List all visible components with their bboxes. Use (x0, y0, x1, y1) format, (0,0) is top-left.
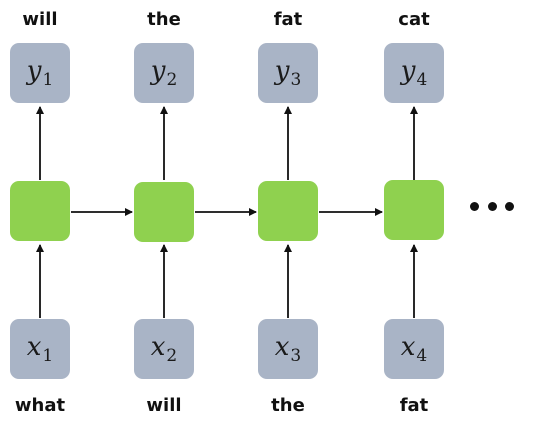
input-node-4: x4 (384, 319, 444, 379)
output-node-2: y2 (134, 43, 194, 103)
output-word-4: cat (398, 9, 430, 30)
output-word-1: will (22, 9, 58, 30)
input-index-4: 4 (416, 345, 428, 366)
output-index-2: 2 (166, 69, 178, 90)
hidden-node-3 (258, 181, 318, 241)
ellipsis-dot (487, 201, 497, 211)
output-node-4: y4 (384, 43, 444, 103)
input-node-2: x2 (134, 319, 194, 379)
ellipsis-dot (505, 201, 514, 211)
input-word-4: fat (399, 395, 429, 416)
output-symbol-2: y (150, 55, 166, 86)
input-symbol-4: x (400, 331, 416, 362)
input-word-2: will (146, 395, 182, 416)
output-symbol-4: y (400, 55, 416, 86)
output-word-3: fat (273, 9, 303, 30)
output-index-4: 4 (416, 69, 428, 90)
input-node-3: x3 (258, 319, 318, 379)
output-symbol-1: y (26, 55, 42, 86)
input-symbol-3: x (274, 331, 290, 362)
output-word-2: the (147, 9, 181, 30)
input-index-3: 3 (290, 345, 302, 366)
input-word-1: what (14, 395, 66, 416)
ellipsis-icon (470, 196, 514, 216)
input-index-1: 1 (42, 345, 54, 366)
output-index-1: 1 (42, 69, 54, 90)
input-symbol-1: x (26, 331, 42, 362)
hidden-node-1 (10, 181, 70, 241)
output-node-3: y3 (258, 43, 318, 103)
hidden-node-4 (384, 180, 444, 240)
ellipsis-dot (470, 201, 479, 211)
output-symbol-3: y (274, 55, 290, 86)
input-index-2: 2 (166, 345, 178, 366)
input-symbol-2: x (150, 331, 166, 362)
input-node-1: x1 (10, 319, 70, 379)
output-index-3: 3 (290, 69, 302, 90)
input-word-3: the (271, 395, 305, 416)
hidden-node-2 (134, 182, 194, 242)
output-node-1: y1 (10, 43, 70, 103)
